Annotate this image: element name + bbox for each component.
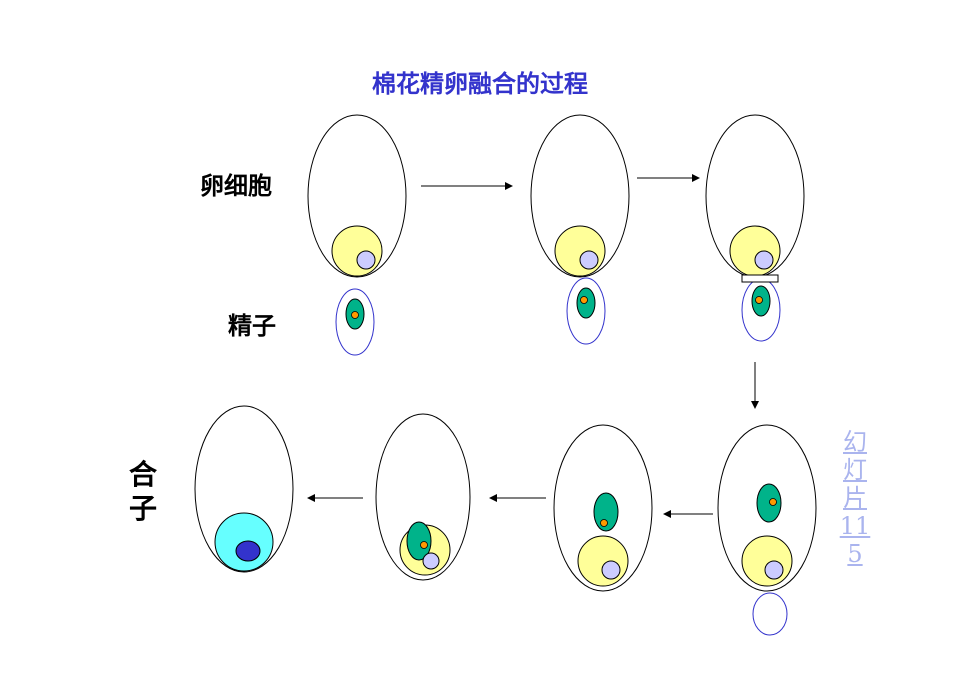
diagram-title: 棉花精卵融合的过程 (372, 70, 588, 98)
sperm-nucleus (755, 296, 763, 304)
sperm-cell (593, 492, 619, 532)
sperm-nucleus (420, 541, 428, 549)
fusion-contact-bar (741, 274, 779, 283)
sperm-label: 精子 (228, 312, 276, 340)
stage-1 (307, 114, 407, 356)
egg-nucleus (754, 250, 774, 270)
egg-cell (577, 535, 629, 587)
egg-nucleus (764, 560, 784, 580)
sperm-cell (756, 483, 782, 523)
embryo-sac (307, 114, 407, 278)
egg-cell (741, 535, 793, 587)
zygote-label: 合子 (128, 458, 157, 525)
sperm-envelope (752, 592, 788, 636)
egg-cell (331, 225, 383, 277)
sperm-nucleus (580, 296, 588, 304)
sperm-nucleus (769, 498, 777, 506)
zygote-nucleus (235, 540, 261, 562)
egg-nucleus (601, 560, 621, 580)
egg-nucleus (356, 250, 376, 270)
stage-4 (717, 424, 817, 636)
slide-link[interactable]: 幻灯片115 (839, 428, 871, 568)
egg-cell-label: 卵细胞 (200, 172, 272, 200)
sperm-cell (406, 521, 432, 561)
egg-cell (729, 225, 781, 277)
sperm-nucleus (600, 519, 608, 527)
embryo-sac (530, 114, 630, 278)
stage-2 (530, 114, 630, 345)
stage-3 (705, 114, 805, 342)
stage-5 (553, 424, 653, 592)
stage-6 (375, 413, 471, 581)
sperm-nucleus (351, 311, 359, 319)
egg-cell (554, 225, 606, 277)
egg-nucleus (579, 250, 599, 270)
stage-7-zygote (194, 405, 294, 573)
egg-nucleus (422, 552, 440, 570)
